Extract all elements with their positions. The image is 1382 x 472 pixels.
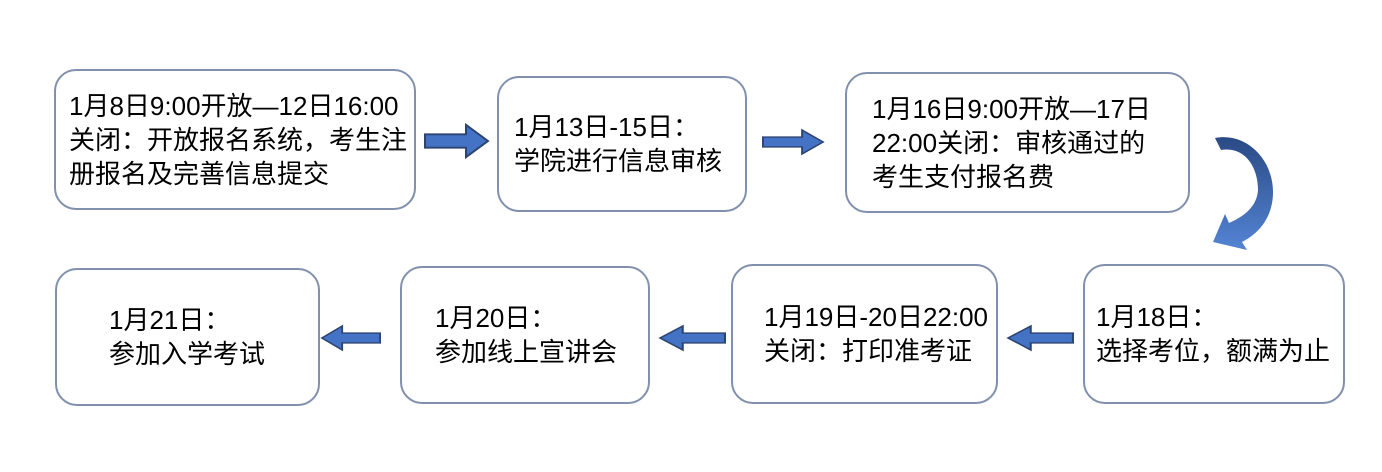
step-6-line-2: 参加线上宣讲会: [435, 337, 618, 367]
left-arrow-step4-to-step5-icon: [1006, 324, 1074, 352]
step-2-line-2: 学院进行信息审核: [514, 146, 723, 176]
left-arrow-step5-to-step6-icon: [658, 324, 726, 352]
flow-step-7: 1月21日： 参加入学考试: [55, 268, 320, 406]
step-5-line-2: 关闭：打印准考证: [764, 336, 973, 366]
flow-step-5: 1月19日-20日22:00 关闭：打印准考证: [731, 264, 998, 404]
step-5-line-1: 1月19日-20日22:00: [764, 302, 989, 332]
left-arrow-shape: [1006, 324, 1074, 352]
step-3-line-1: 1月16日9:00开放—17日: [872, 93, 1151, 124]
step-6-line-1: 1月20日：: [435, 303, 557, 333]
right-arrow-shape: [762, 128, 825, 156]
right-arrow-step1-to-step2-icon: [424, 122, 490, 160]
step-7-line-2: 参加入学考试: [109, 339, 266, 369]
flow-step-2: 1月13日-15日： 学院进行信息审核: [497, 76, 747, 212]
flow-step-1: 1月8日9:00开放—12日16:00 关闭：开放报名系统，考生注 册报名及完善…: [54, 69, 416, 210]
step-3-line-2: 22:00关闭：审核通过的: [872, 127, 1146, 158]
right-arrow-shape: [424, 122, 490, 160]
step-4-line-2: 选择考位，额满为止: [1096, 336, 1331, 366]
flow-step-6: 1月20日： 参加线上宣讲会: [400, 266, 650, 404]
left-arrow-step6-to-step7-icon: [320, 324, 381, 352]
curved-down-arrow-step3-to-step4-icon: [1213, 137, 1273, 250]
step-3-line-3: 考生支付报名费: [872, 161, 1055, 192]
left-arrow-shape: [320, 324, 381, 352]
left-arrow-shape: [658, 324, 726, 352]
step-7-line-1: 1月21日：: [109, 305, 231, 335]
right-arrow-step2-to-step3-icon: [762, 128, 825, 156]
flow-step-3: 1月16日9:00开放—17日 22:00关闭：审核通过的 考生支付报名费: [845, 72, 1190, 213]
step-2-line-1: 1月13日-15日：: [514, 112, 699, 142]
flow-step-4: 1月18日： 选择考位，额满为止: [1083, 264, 1345, 404]
step-1-line-1: 1月8日9:00开放—12日16:00: [69, 90, 399, 121]
curved-arrow-shape: [1213, 137, 1273, 250]
step-1-line-2: 关闭：开放报名系统，考生注: [69, 124, 408, 155]
step-1-line-3: 册报名及完善信息提交: [69, 158, 330, 189]
step-4-line-1: 1月18日：: [1096, 302, 1218, 332]
